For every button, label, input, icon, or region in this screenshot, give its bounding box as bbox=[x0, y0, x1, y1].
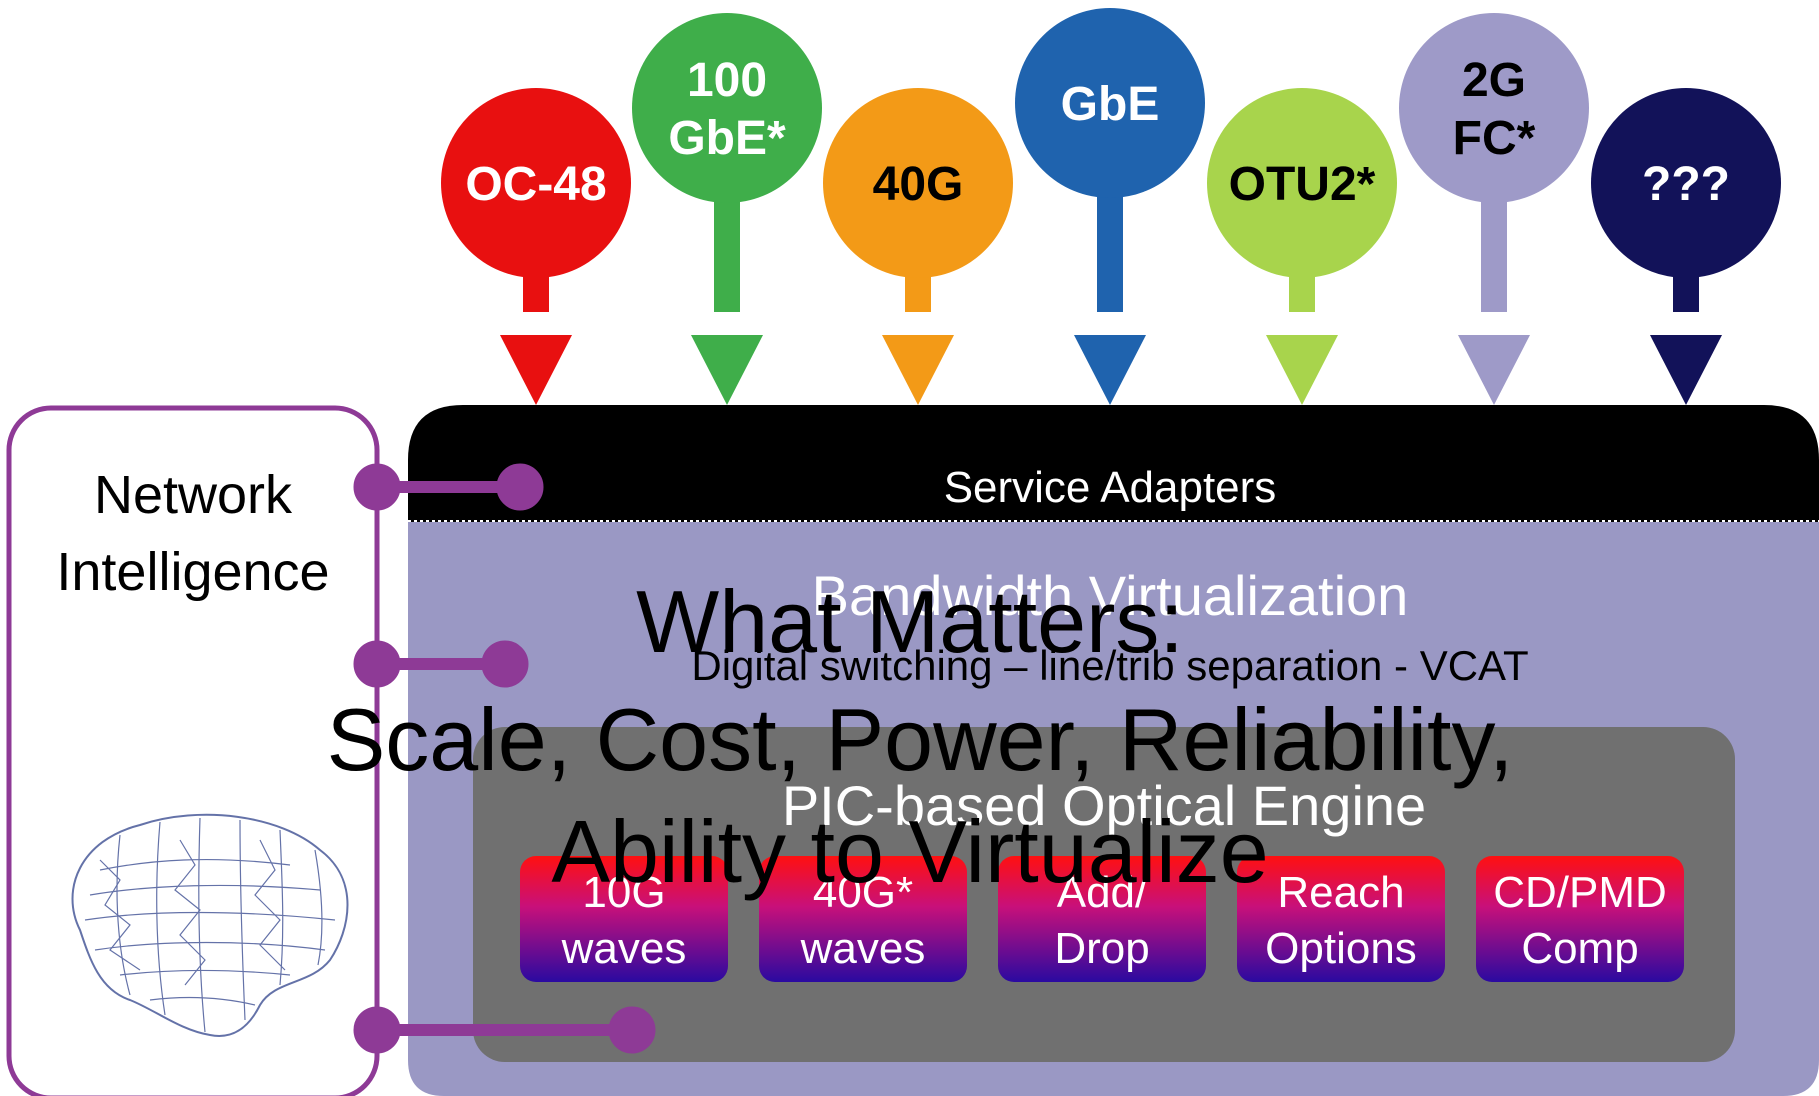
bandwidth-virtualization-subtitle: Digital switching – line/trib separation… bbox=[691, 642, 1528, 689]
connector-service-adapters bbox=[353, 463, 544, 511]
service-5: OTU2* bbox=[1207, 88, 1397, 405]
service-circle bbox=[823, 88, 1013, 278]
service-adapters-layer bbox=[408, 405, 1819, 522]
module-1: 10G waves bbox=[520, 856, 728, 982]
optical-engine-modules: 10Gwaves40G*wavesAdd/DropReachOptionsCD/… bbox=[520, 856, 1684, 982]
module-label: CD/PMD bbox=[1493, 868, 1667, 917]
service-arrow-head bbox=[1458, 335, 1530, 405]
service-7: ??? bbox=[1591, 88, 1781, 405]
module-box bbox=[1237, 856, 1445, 982]
what-matters-overlay: What Matters: Scale, Cost, Power, Reliab… bbox=[327, 572, 1514, 901]
module-label: Options bbox=[1265, 924, 1417, 973]
service-label: FC* bbox=[1453, 112, 1536, 165]
network-intelligence-box bbox=[6, 405, 380, 1096]
overlay-line1: What Matters: bbox=[636, 572, 1184, 671]
service-arrow-head bbox=[691, 335, 763, 405]
service-arrow-head bbox=[882, 335, 954, 405]
service-arrow-head bbox=[1074, 335, 1146, 405]
optical-engine-title: PIC-based Optical Engine bbox=[782, 774, 1426, 837]
service-arrow-shaft bbox=[1097, 188, 1123, 312]
service-label: GbE bbox=[1061, 78, 1160, 131]
module-box bbox=[520, 856, 728, 982]
module-label: waves bbox=[561, 924, 687, 973]
service-label: 100 bbox=[687, 54, 767, 107]
connector-bandwidth-virtualization bbox=[353, 640, 529, 688]
module-2: 40G* waves bbox=[759, 856, 967, 982]
service-4: GbE bbox=[1015, 8, 1205, 405]
connector-optical-engine bbox=[353, 1006, 656, 1054]
module-label: Reach bbox=[1277, 868, 1404, 917]
module-label: Add/ bbox=[1057, 868, 1148, 917]
module-box bbox=[759, 856, 967, 982]
service-label: 40G bbox=[873, 158, 964, 211]
connectors bbox=[353, 463, 656, 1054]
service-circle bbox=[441, 88, 631, 278]
module-label: Comp bbox=[1521, 924, 1638, 973]
module-label: 40G* bbox=[813, 868, 913, 917]
service-arrow-head bbox=[500, 335, 572, 405]
platform-stack: Service Adapters Bandwidth Virtualizatio… bbox=[408, 405, 1819, 1096]
service-arrow-head bbox=[1650, 335, 1722, 405]
service-3: 40G bbox=[823, 88, 1013, 405]
overlay-line3: Ability to Virtualize bbox=[551, 802, 1268, 901]
service-label: OC-48 bbox=[465, 158, 606, 211]
service-circle bbox=[1015, 8, 1205, 198]
network-intelligence-panel: Network Intelligence bbox=[6, 405, 380, 1096]
module-label: Drop bbox=[1054, 924, 1149, 973]
brain-icon bbox=[71, 813, 349, 1037]
service-arrow-head bbox=[1266, 335, 1338, 405]
module-box bbox=[1476, 856, 1684, 982]
module-box bbox=[998, 856, 1206, 982]
service-circle bbox=[1399, 13, 1589, 203]
service-label: OTU2* bbox=[1229, 158, 1376, 211]
network-intelligence-line2: Intelligence bbox=[56, 542, 329, 602]
module-5: CD/PMD Comp bbox=[1476, 856, 1684, 982]
service-label: ??? bbox=[1642, 158, 1730, 211]
service-arrow-shaft bbox=[714, 193, 740, 312]
module-label: 10G bbox=[582, 868, 665, 917]
service-circle bbox=[632, 13, 822, 203]
overlay-line2: Scale, Cost, Power, Reliability, bbox=[327, 690, 1514, 789]
module-label: waves bbox=[800, 924, 926, 973]
service-label: GbE* bbox=[668, 112, 786, 165]
service-arrow-shaft bbox=[1481, 193, 1507, 312]
service-label: 2G bbox=[1462, 54, 1526, 107]
network-intelligence-line1: Network bbox=[94, 465, 293, 525]
service-adapters-label: Service Adapters bbox=[944, 463, 1277, 512]
service-circle bbox=[1207, 88, 1397, 278]
service-circle bbox=[1591, 88, 1781, 278]
module-3: Add/Drop bbox=[998, 856, 1206, 982]
bandwidth-virtualization-title: Bandwidth Virtualization bbox=[812, 564, 1409, 627]
service-1: OC-48 bbox=[441, 88, 631, 405]
